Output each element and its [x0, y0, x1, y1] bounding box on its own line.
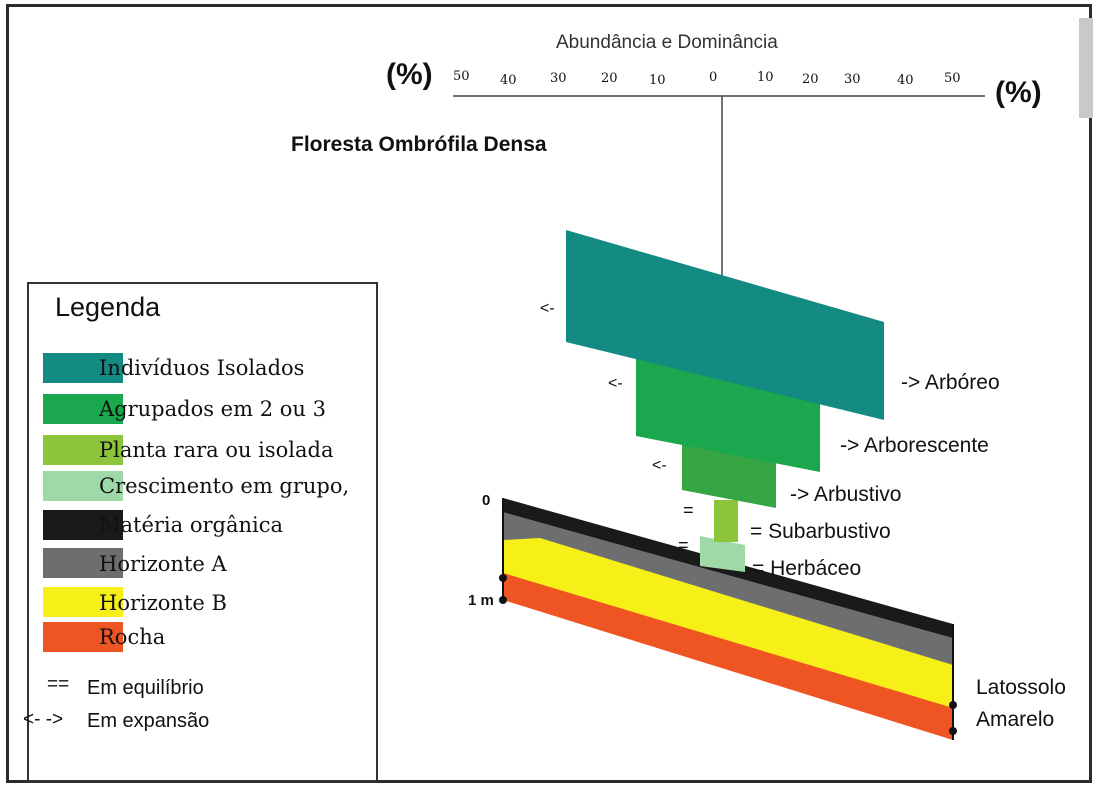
- legend-note-text: Em equilíbrio: [87, 677, 204, 699]
- layer-arrow: =: [678, 535, 689, 555]
- soil-horizon-b: [503, 536, 953, 708]
- legend-swatch: [43, 622, 123, 652]
- layer-label-herbaceo: = Herbáceo: [752, 557, 862, 580]
- legend-swatch: [43, 435, 123, 465]
- legend-title: Legenda: [55, 292, 161, 322]
- legend-note-symbol: <- ->: [23, 709, 64, 730]
- layer-label-arboreo: -> Arbóreo: [901, 371, 1000, 394]
- legend-swatch: [43, 510, 123, 540]
- axis-tick-label: 30: [844, 72, 861, 87]
- legend-note-text: Em expansão: [87, 710, 210, 732]
- legend-swatch: [43, 471, 123, 501]
- legend-swatch: [43, 548, 123, 578]
- layer-herbaceo: [700, 536, 745, 572]
- axis-title: Abundância e Dominância: [556, 32, 778, 53]
- axis-tick-label: 50: [453, 69, 470, 84]
- scrollbar[interactable]: [1079, 18, 1093, 118]
- axis-tick-label: 20: [802, 72, 819, 87]
- soil-depth-top: 0: [482, 492, 491, 509]
- legend-note-symbol: ==: [47, 674, 70, 695]
- layer-label-arbustivo: -> Arbustivo: [790, 483, 902, 506]
- layer-arrow: =: [683, 500, 694, 520]
- layer-subarbustivo: [714, 500, 738, 542]
- legend-label: Horizonte B: [99, 591, 227, 615]
- legend-swatch: [43, 394, 123, 424]
- axis-unit-left: (%): [386, 58, 433, 91]
- axis-tick-label: 40: [500, 73, 517, 88]
- axis-tick-label: 10: [757, 70, 774, 85]
- soil-marker-dot: [949, 727, 957, 735]
- legend-label: Horizonte A: [99, 552, 227, 576]
- soil-name-line1: Latossolo: [976, 676, 1066, 699]
- soil-marker-dot: [949, 701, 957, 709]
- depth-marker-dot: [499, 574, 507, 582]
- depth-marker-dot: [499, 596, 507, 604]
- soil-name-line2: Amarelo: [976, 708, 1055, 731]
- axis-tick-label: 0: [709, 70, 718, 85]
- layer-arrow: <-: [608, 375, 623, 392]
- soil-horizon-a: [503, 510, 953, 665]
- layer-arboreo: [566, 230, 884, 420]
- layer-arrow: <-: [540, 300, 555, 317]
- axis-tick-label: 20: [601, 71, 618, 86]
- legend-label: Indivíduos Isolados: [99, 356, 305, 380]
- legend-label: Agrupados em 2 ou 3: [99, 397, 326, 421]
- legend-label: Matéria orgânica: [99, 513, 284, 537]
- diagram-heading: Floresta Ombrófila Densa: [291, 133, 547, 156]
- axis-tick-label: 50: [944, 71, 961, 86]
- axis-tick-label: 40: [897, 73, 914, 88]
- axis-tick-label: 30: [550, 71, 567, 86]
- soil-depth-bottom: 1 m: [468, 592, 494, 609]
- legend-label: Crescimento em grupo,: [99, 474, 350, 498]
- axis-tick-label: 10: [649, 73, 666, 88]
- layer-label-subarbustivo: = Subarbustivo: [750, 520, 891, 543]
- layer-arrow: <-: [652, 457, 667, 474]
- legend-label: Planta rara ou isolada: [99, 438, 334, 462]
- layer-label-arborescente: -> Arborescente: [840, 434, 989, 457]
- legend-swatch: [43, 353, 123, 383]
- legend-label: Rocha: [99, 625, 166, 649]
- legend-box: Legenda Indivíduos Isolados Agrupados em…: [23, 282, 378, 782]
- legend-swatch: [43, 587, 123, 617]
- axis-unit-right: (%): [995, 76, 1042, 109]
